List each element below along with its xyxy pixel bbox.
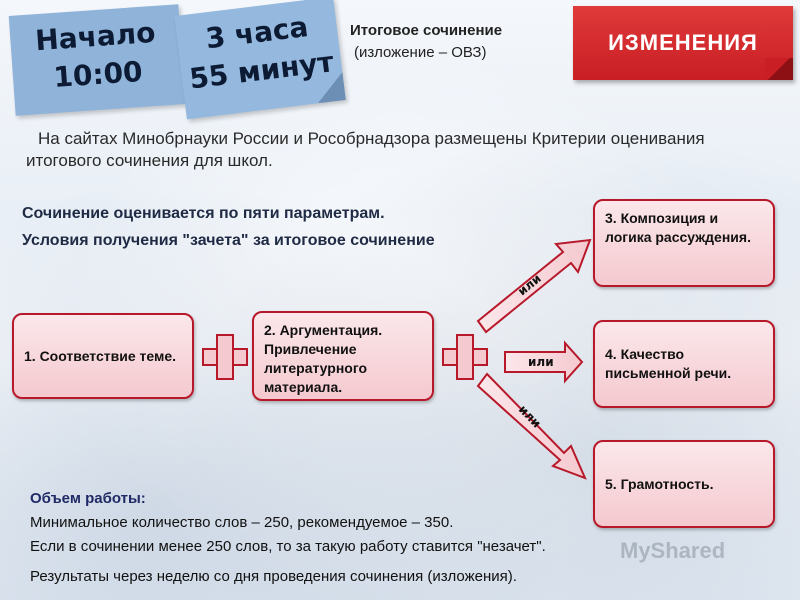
criterion-1-box: 1. Соответствие теме. bbox=[12, 313, 194, 399]
headline-line-1: Сочинение оценивается по пяти параметрам… bbox=[22, 205, 385, 222]
criterion-4-box: 4. Качество письменной речи. bbox=[593, 320, 775, 408]
volume-heading: Объем работы: bbox=[30, 490, 146, 507]
arrow-to-criterion-5: или bbox=[476, 372, 587, 480]
plus-icon bbox=[442, 334, 488, 380]
results-line: Результаты через неделю со дня проведени… bbox=[30, 568, 517, 585]
volume-line-1: Минимальное количество слов – 250, реком… bbox=[30, 514, 454, 531]
criterion-3-label: 3. Композиция и логика рассуждения. bbox=[605, 210, 751, 245]
page-title: Итоговое сочинение bbox=[350, 22, 503, 39]
criterion-4-label: 4. Качество письменной речи. bbox=[605, 346, 732, 381]
intro-text: На сайтах Минобрнауки России и Рособрнад… bbox=[26, 129, 705, 170]
changes-badge: ИЗМЕНЕНИЯ bbox=[573, 6, 793, 80]
criterion-5-label: 5. Грамотность. bbox=[605, 475, 714, 492]
criterion-5-box: 5. Грамотность. bbox=[593, 440, 775, 528]
criterion-1-label: 1. Соответствие теме. bbox=[24, 347, 177, 364]
or-label-mid: или bbox=[528, 355, 554, 369]
page-subtitle: (изложение – ОВЗ) bbox=[354, 44, 487, 61]
criterion-2-box: 2. Аргументация. Привлечение литературно… bbox=[252, 311, 434, 401]
volume-line-2: Если в сочинении менее 250 слов, то за т… bbox=[30, 538, 546, 555]
arrow-to-criterion-4: или bbox=[504, 340, 584, 384]
criterion-3-box: 3. Композиция и логика рассуждения. bbox=[593, 199, 775, 287]
criterion-2-label: 2. Аргументация. Привлечение литературно… bbox=[264, 322, 383, 395]
arrow-to-criterion-3: или bbox=[476, 238, 592, 334]
headline-line-2: Условия получения "зачета" за итоговое с… bbox=[22, 232, 435, 249]
watermark: MyShared bbox=[620, 538, 726, 563]
plus-icon bbox=[202, 334, 248, 380]
